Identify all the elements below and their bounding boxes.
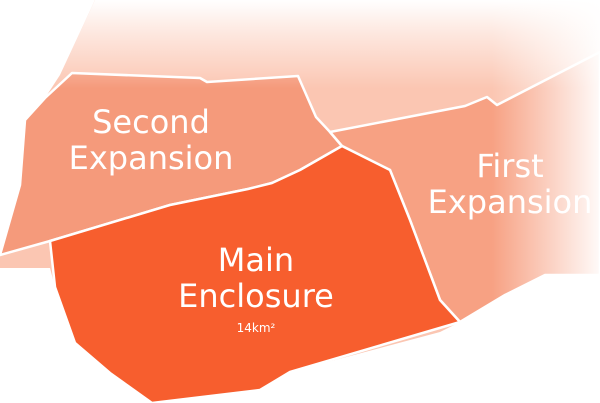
first-expansion-label-line1: First bbox=[476, 147, 543, 185]
main-enclosure-area-label: 14km² bbox=[237, 321, 276, 335]
main-enclosure-label-line1: Main bbox=[218, 241, 294, 279]
main-enclosure-label-line2: Enclosure bbox=[178, 277, 334, 315]
second-expansion-label-line2: Expansion bbox=[69, 139, 234, 177]
second-expansion-label-line1: Second bbox=[92, 103, 210, 141]
first-expansion-label-line2: Expansion bbox=[428, 183, 593, 221]
